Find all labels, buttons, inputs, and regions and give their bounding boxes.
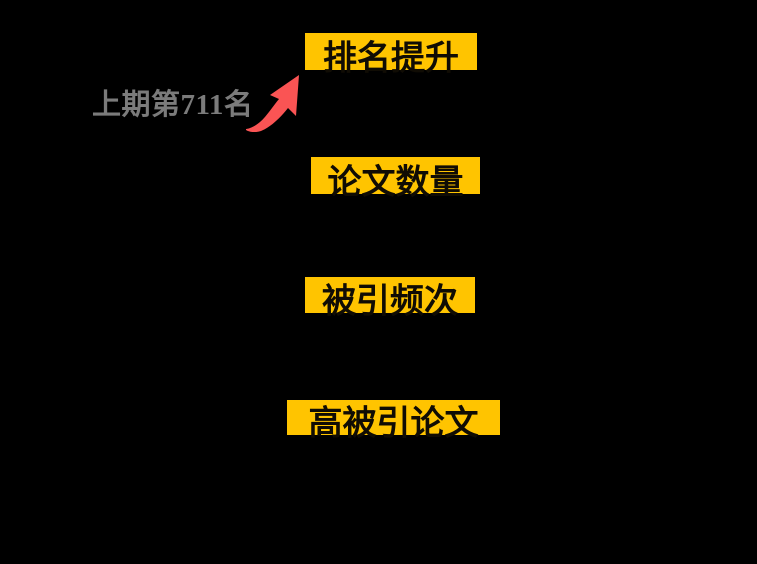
highlight-highly-cited-paper: 高被引论文 <box>287 400 500 444</box>
highlight-rank-improvement: 排名提升 <box>305 33 477 79</box>
highlight-paper-count-label: 论文数量 <box>327 162 464 203</box>
highlight-citation-frequency-label: 被引频次 <box>322 281 458 322</box>
highlight-highly-cited-paper-label: 高被引论文 <box>308 403 479 444</box>
highlight-citation-frequency: 被引频次 <box>305 277 475 322</box>
rising-arrow-icon <box>243 72 305 132</box>
previous-rank-caption: 上期第711名 <box>92 89 254 121</box>
highlight-rank-improvement-label: 排名提升 <box>323 38 459 79</box>
highlight-paper-count: 论文数量 <box>311 157 480 203</box>
